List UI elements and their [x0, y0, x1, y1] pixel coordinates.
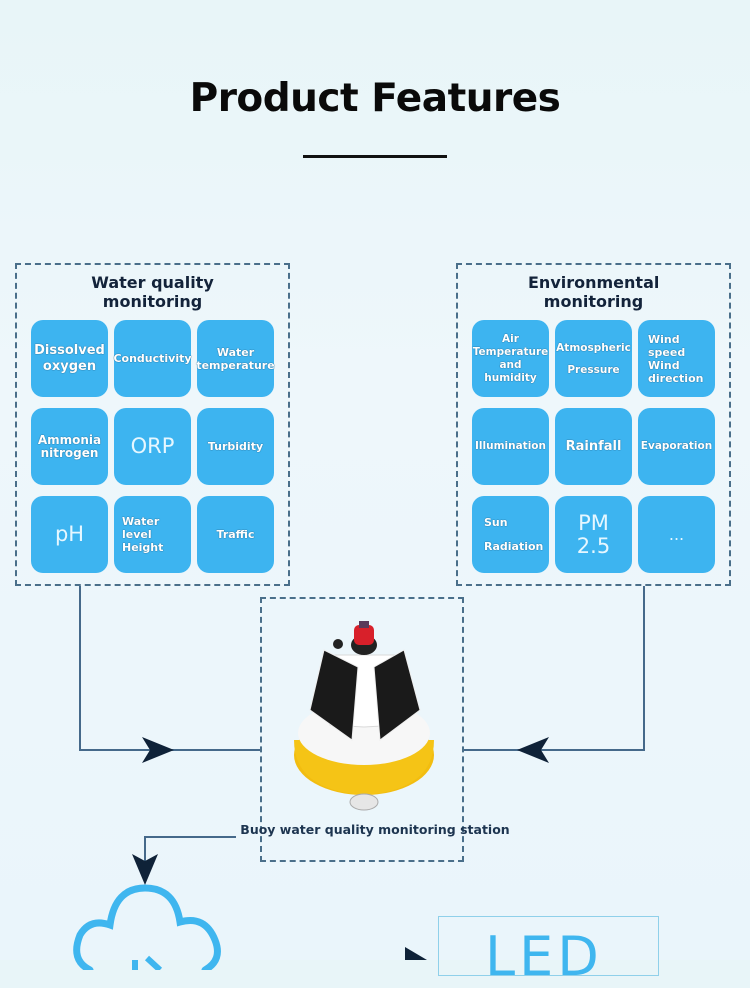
led-display: LED [438, 916, 659, 987]
tile-water-temperature: Water temperature [196, 320, 275, 397]
water-quality-title: Water quality monitoring [91, 273, 214, 311]
station-caption: Buoy water quality monitoring station [240, 822, 510, 837]
led-label: LED [485, 925, 603, 988]
water-quality-panel: Water quality monitoring Dissolved oxyge… [15, 263, 290, 586]
tile-air-temperature-humidity: Air Temperature and humidity [472, 320, 549, 397]
connector-down-horizontal [144, 836, 236, 838]
arrow-down-icon [132, 854, 158, 885]
tile-wind: Wind speed Wind direction [638, 320, 715, 397]
connector-right-horizontal [464, 749, 645, 751]
tile-sun-radiation: Sun Radiation [472, 496, 549, 573]
tile-pm25: PM 2.5 [555, 496, 632, 573]
cloud-icon [73, 884, 221, 970]
tile-ammonia-nitrogen: Ammonia nitrogen [31, 408, 108, 485]
tile-illumination: Illumination [472, 408, 549, 485]
connector-left-vertical [79, 586, 81, 751]
environmental-title: Environmental monitoring [528, 273, 660, 311]
tile-dissolved-oxygen: Dissolved oxygen [31, 320, 108, 397]
tile-ph: pH [31, 496, 108, 573]
connector-down-vertical [144, 836, 146, 866]
tile-rainfall: Rainfall [555, 408, 632, 485]
station-panel [260, 597, 464, 862]
arrow-left-icon [517, 737, 549, 763]
arrow-right-icon [142, 737, 174, 763]
tile-traffic: Traffic [197, 496, 274, 573]
tile-water-level: Water level Height [114, 496, 191, 573]
tile-atmospheric-pressure: Atmospheric Pressure [555, 320, 632, 397]
page-title: Product Features [189, 76, 561, 121]
buoy-image [294, 621, 434, 811]
title-underline [303, 155, 447, 158]
tile-turbidity: Turbidity [197, 408, 274, 485]
tile-orp: ORP [114, 408, 191, 485]
tile-more: ... [638, 496, 715, 573]
tile-conductivity: Conductivity [113, 320, 192, 397]
connector-right-vertical [643, 586, 645, 751]
arrow-right-icon-bottom [405, 947, 427, 960]
environmental-panel: Environmental monitoring Air Temperature… [456, 263, 731, 586]
tile-evaporation: Evaporation [638, 408, 715, 485]
